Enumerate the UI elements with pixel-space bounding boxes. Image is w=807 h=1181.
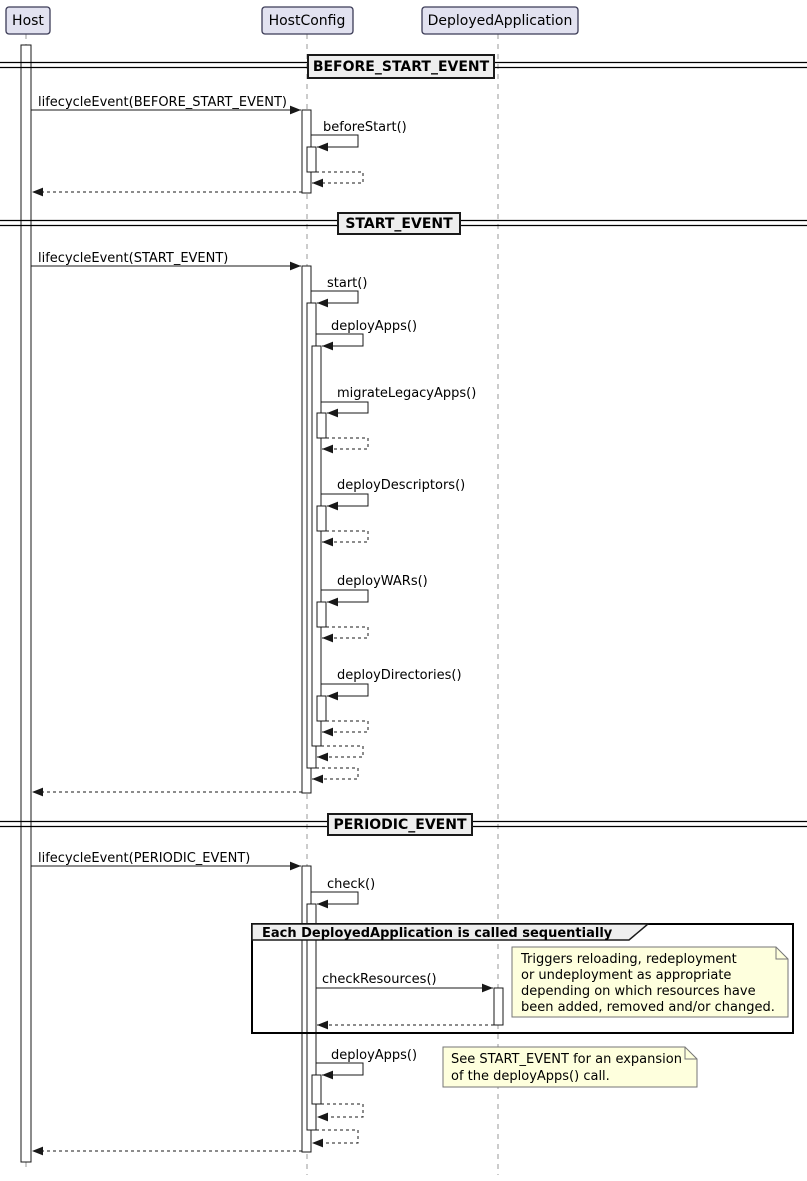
message-label-deploywars: deployWARs()	[337, 574, 428, 589]
message-label-deploydescriptors: deployDescriptors()	[337, 478, 465, 493]
divider-periodic-event: PERIODIC_EVENT	[0, 813, 807, 836]
return-start	[312, 767, 359, 784]
self-call-deploydirectories	[321, 683, 369, 701]
note-line: depending on which resources have	[521, 984, 756, 999]
activation-bar-beforestart	[306, 146, 317, 173]
note-line: Triggers reloading, redeployment	[520, 952, 737, 967]
participant-label-hostconfig: HostConfig	[269, 13, 346, 29]
participant-label-host: Host	[12, 13, 44, 29]
divider-box	[327, 813, 473, 836]
return-deploydescriptors	[322, 530, 369, 547]
activation-bar-host	[20, 44, 32, 1163]
activation-bar-deploydirectories	[316, 695, 327, 722]
divider-box	[307, 54, 495, 79]
return-migratelegacyapps	[322, 437, 369, 454]
note-fold-icon	[775, 947, 788, 960]
self-call-start	[311, 290, 359, 308]
message-label-deployapps-s3: deployApps()	[331, 1048, 417, 1063]
divider-label: START_EVENT	[345, 216, 453, 232]
participant-box-hostconfig	[261, 6, 354, 35]
return-deployapps-s2	[317, 745, 364, 762]
message-label-lifecycle-periodic: lifecycleEvent(PERIODIC_EVENT)	[38, 851, 250, 866]
message-label-deploydirectories: deployDirectories()	[337, 668, 462, 683]
divider-start-event: START_EVENT	[0, 212, 807, 235]
divider-label: PERIODIC_EVENT	[333, 817, 466, 833]
note-line: been added, removed and/or changed.	[521, 1000, 775, 1015]
activation-bar-migratelegacyapps	[316, 412, 327, 439]
activation-bar-deployedapplication	[493, 987, 504, 1026]
participant-label-deployedapplication: DeployedApplication	[428, 13, 573, 29]
message-label-deployapps-s2: deployApps()	[331, 319, 417, 334]
self-call-deployapps-s2	[316, 333, 364, 351]
note-deployapps	[442, 1046, 698, 1088]
message-label-beforestart: beforeStart()	[323, 120, 407, 135]
divider-label: BEFORE_START_EVENT	[313, 59, 490, 75]
self-call-deploywars	[321, 589, 369, 607]
participant-box-deployedapplication	[421, 6, 579, 35]
self-call-deploydescriptors	[321, 493, 369, 511]
message-label-start: start()	[327, 276, 367, 291]
message-label-migratelegacyapps: migrateLegacyApps()	[337, 386, 476, 401]
group-label: Each DeployedApplication is called seque…	[262, 926, 613, 941]
self-call-migratelegacyapps	[321, 401, 369, 418]
return-deployapps-s3	[317, 1103, 364, 1122]
return-beforestart	[312, 171, 364, 188]
activation-bar-check	[306, 903, 317, 1131]
note-line: See START_EVENT for an expansion	[451, 1052, 682, 1067]
divider-box	[337, 212, 461, 235]
message-label-lifecycle-before-start: lifecycleEvent(BEFORE_START_EVENT)	[38, 95, 287, 110]
note-fold-icon	[684, 1047, 697, 1060]
message-label-checkresources: checkResources()	[322, 972, 437, 987]
message-label-check: check()	[327, 877, 375, 892]
return-check	[312, 1129, 359, 1148]
note-check-resources	[511, 946, 789, 1018]
note-line: of the deployApps() call.	[451, 1069, 610, 1084]
return-deploydirectories	[322, 720, 369, 737]
activation-bar-deploydescriptors	[316, 505, 327, 532]
note-line: or undeployment as appropriate	[521, 968, 731, 983]
self-call-beforestart	[311, 134, 359, 152]
participant-box-host	[5, 6, 51, 35]
self-call-check	[311, 891, 359, 909]
self-call-deployapps-s3	[316, 1062, 364, 1080]
divider-before-start-event: BEFORE_START_EVENT	[0, 54, 807, 79]
activation-bar-deployapps-s2	[311, 345, 322, 747]
return-deploywars	[322, 626, 369, 643]
activation-bar-deploywars	[316, 601, 327, 628]
group-header	[251, 923, 651, 941]
message-label-lifecycle-start: lifecycleEvent(START_EVENT)	[38, 251, 228, 266]
activation-bar-deployapps-s3	[311, 1074, 322, 1105]
